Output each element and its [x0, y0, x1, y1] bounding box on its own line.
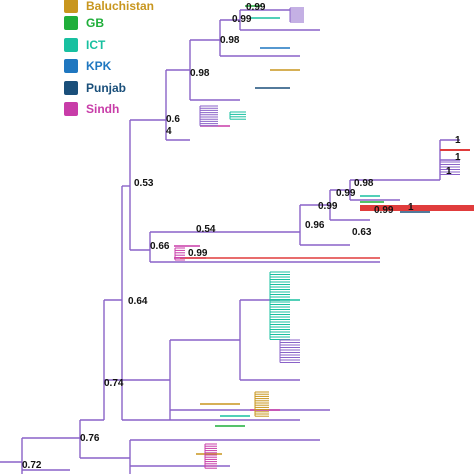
tree-branches: [0, 5, 474, 474]
legend-label-ict: ICT: [86, 38, 106, 52]
legend-item-ict: ICT: [64, 36, 105, 54]
support-label: 0.53: [134, 178, 154, 189]
legend-swatch-punjab: [64, 81, 78, 95]
support-label: 0.72: [22, 460, 42, 471]
legend-swatch-gb: [64, 16, 78, 30]
support-label: 1: [446, 166, 452, 177]
support-label: 4: [166, 126, 172, 137]
legend-swatch-baluchistan: [64, 0, 78, 13]
legend-label-sindh: Sindh: [86, 102, 120, 116]
support-label: 0.98: [190, 68, 210, 79]
support-label: 0.99: [336, 188, 356, 199]
support-label: 0.54: [196, 224, 216, 235]
support-label: 0.99: [188, 248, 208, 259]
legend-swatch-kpk: [64, 59, 78, 73]
legend-item-gb: GB: [64, 14, 104, 32]
support-label: 0.99: [246, 2, 266, 13]
support-label: 0.99: [232, 14, 252, 25]
support-label: 0.99: [374, 205, 394, 216]
legend-label-kpk: KPK: [86, 59, 112, 73]
legend-item-kpk: KPK: [64, 57, 111, 75]
support-label: 0.99: [318, 201, 338, 212]
support-label: 0.96: [305, 220, 325, 231]
support-label: 1: [455, 152, 461, 163]
legend-swatch-sindh: [64, 102, 78, 116]
legend-label-gb: GB: [86, 16, 104, 30]
legend-label-baluchistan: Baluchistan: [86, 0, 155, 13]
support-label: 0.6: [166, 114, 180, 125]
support-label: 0.98: [220, 35, 240, 46]
support-label: 0.63: [352, 227, 372, 238]
legend-item-baluchistan: Baluchistan: [64, 0, 154, 15]
legend-item-punjab: Punjab: [64, 79, 126, 97]
legend-item-sindh: Sindh: [64, 100, 119, 118]
support-label: 1: [408, 202, 414, 213]
support-label: 0.98: [354, 178, 374, 189]
support-value-labels: 0.99 0.99 0.98 0.98 0.6 4 0.53 1 1 1 0.9…: [22, 2, 461, 471]
support-label: 1: [455, 135, 461, 146]
legend-label-punjab: Punjab: [86, 81, 127, 95]
support-label: 0.64: [128, 296, 148, 307]
support-label: 0.66: [150, 241, 170, 252]
tree-tip-clusters: [174, 7, 460, 469]
support-label: 0.74: [104, 378, 124, 389]
legend-swatch-ict: [64, 38, 78, 52]
support-label: 0.76: [80, 433, 100, 444]
